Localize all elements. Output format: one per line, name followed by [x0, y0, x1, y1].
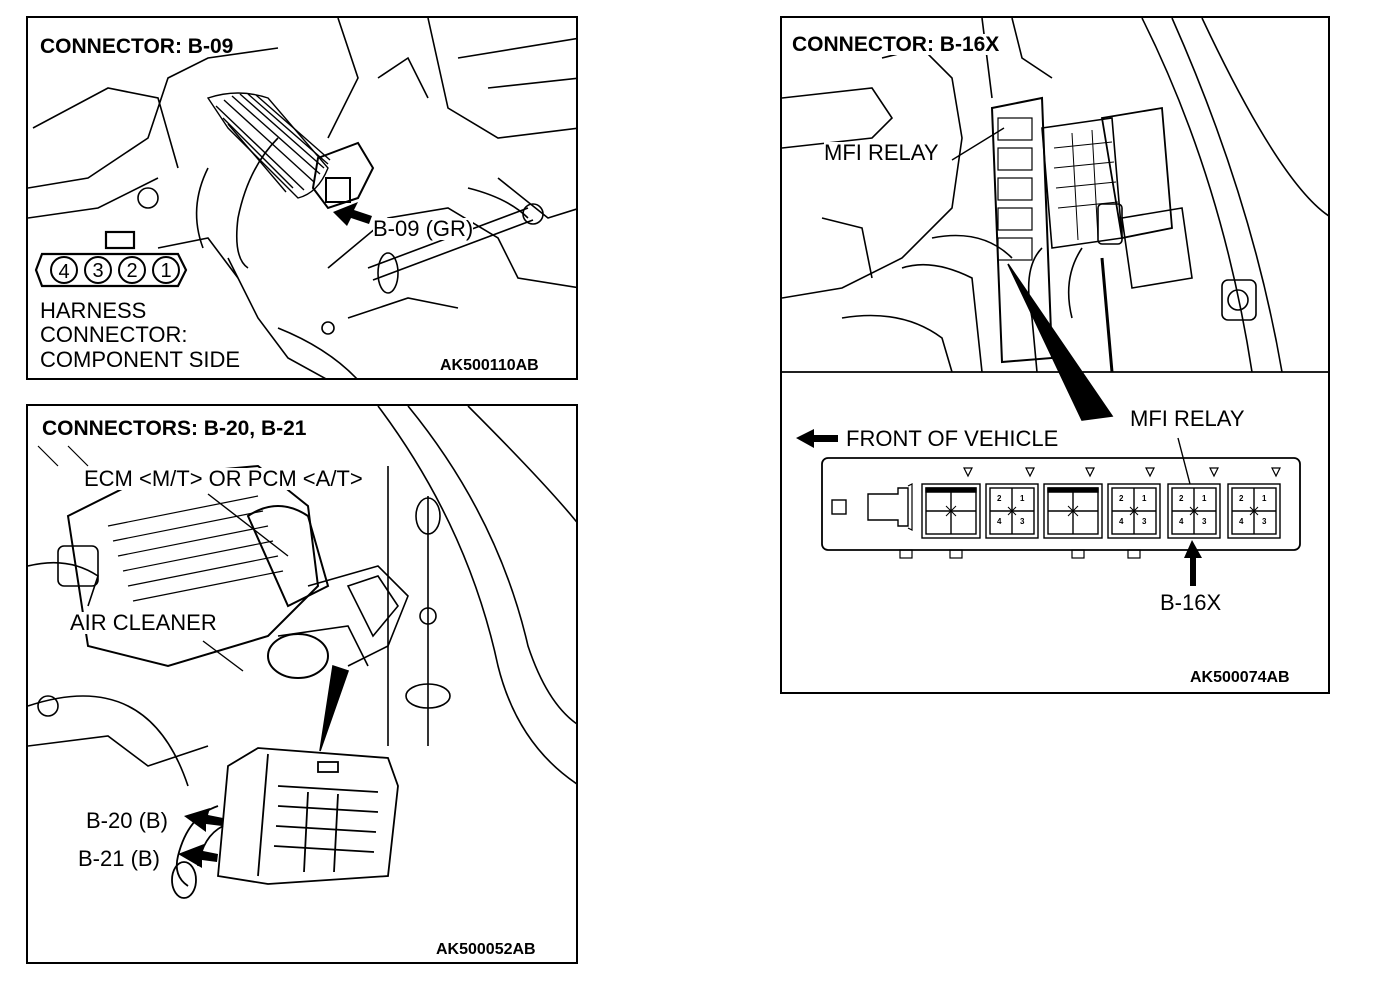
arrow-b16x — [1184, 540, 1202, 586]
callout-b20: B-20 (B) — [86, 808, 168, 833]
harness-label-line3: COMPONENT SIDE — [40, 347, 241, 372]
panel-connector-b09: CONNECTOR: B-09 4 3 2 1 B-09 (GR) HARNES… — [26, 16, 578, 380]
relay-slot-mfi-pins: 2 1 4 3 — [1179, 494, 1207, 526]
pin-row-b09: 4 3 2 1 — [48, 256, 188, 284]
front-of-vehicle-arrow-icon — [796, 429, 838, 448]
harness-label-line1: HARNESS — [40, 298, 147, 323]
arrow-b20 — [184, 808, 223, 832]
pin-2: 2 — [118, 256, 146, 284]
panel-connector-b16x: 2 1 4 3 2 1 4 3 2 1 4 3 2 1 4 3 CONNECTO… — [780, 16, 1330, 694]
pin-4: 4 — [50, 256, 78, 284]
callout-b21: B-21 (B) — [78, 846, 160, 871]
air-cleaner-label: AIR CLEANER — [70, 610, 217, 635]
relay-slot-4-pins: 2 1 4 3 — [1119, 494, 1147, 526]
panel-title: CONNECTOR: B-16X — [792, 33, 1000, 56]
ecm-pcm-module — [171, 747, 399, 899]
mfi-relay-label-detail: MFI RELAY — [1130, 406, 1245, 431]
mfi-relay-label-top: MFI RELAY — [824, 140, 939, 165]
relay-block-diagram — [821, 457, 1301, 559]
figure-code: AK500110AB — [436, 358, 539, 374]
figure-code: AK500074AB — [1190, 669, 1290, 686]
arrow-b09 — [333, 202, 372, 226]
pointer-wedge-ecm — [319, 664, 350, 752]
pin-3: 3 — [84, 256, 112, 284]
arrow-b21 — [178, 844, 218, 868]
figure-code: AK500052AB — [436, 941, 536, 958]
callout-b09: B-09 (GR) — [373, 216, 474, 241]
callout-b16x: B-16X — [1160, 590, 1222, 615]
pin-1: 1 — [152, 256, 180, 284]
panel-connectors-b20-b21: CONNECTORS: B-20, B-21 ECM <M/T> OR PCM … — [26, 404, 578, 964]
ecm-pcm-label: ECM <M/T> OR PCM <A/T> — [84, 466, 363, 491]
front-of-vehicle-label: FRONT OF VEHICLE — [846, 426, 1059, 451]
relay-slot-2-pins: 2 1 4 3 — [997, 494, 1025, 526]
harness-connector-b09-face — [34, 230, 188, 288]
engine-bay-illustration-b20 — [28, 406, 576, 899]
harness-label-line2: CONNECTOR: — [40, 322, 188, 347]
pointer-wedge-relay — [1007, 263, 1114, 421]
engine-bay-illustration-b09 — [28, 18, 576, 378]
panel-title: CONNECTOR: B-09 — [40, 35, 234, 58]
relay-box-illustration-b16x — [782, 18, 1328, 586]
relay-slot-6-pins: 2 1 4 3 — [1239, 494, 1267, 526]
panel-title: CONNECTORS: B-20, B-21 — [42, 417, 307, 440]
